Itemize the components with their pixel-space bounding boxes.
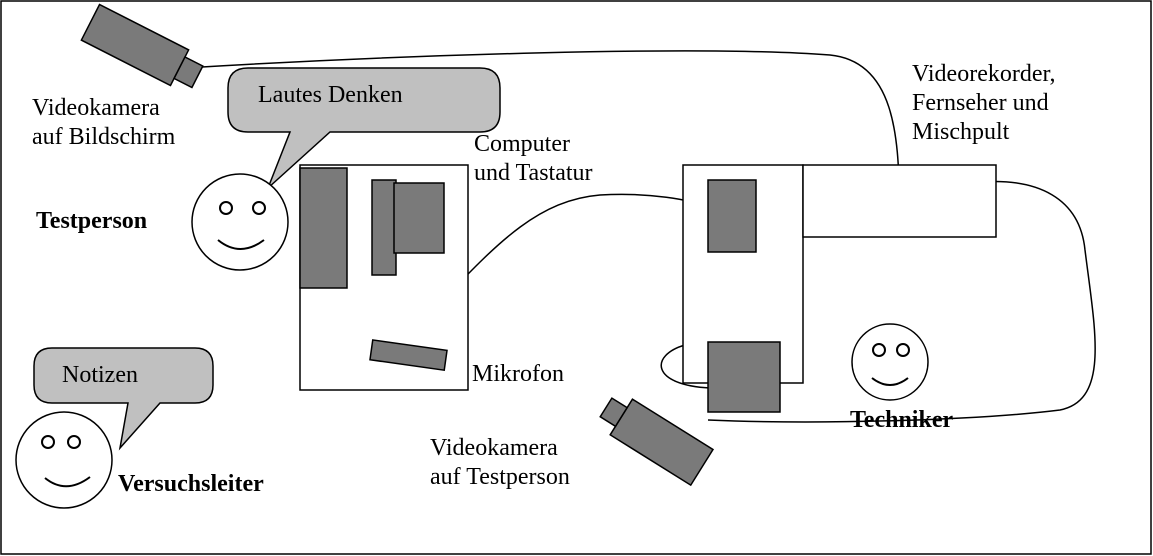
keyboard-device [299, 167, 348, 289]
label-recorder: Videorekorder, Fernseher und Mischpult [912, 61, 1056, 145]
cable-loop [660, 344, 711, 389]
label-technician: Techniker [850, 407, 954, 433]
technician-monitor-device [707, 179, 757, 253]
microphone-device [369, 339, 448, 372]
videocamera-person-icon [599, 397, 715, 487]
recorder-desk [802, 164, 997, 238]
speech-bubble-thinking [227, 67, 501, 189]
technician-face-icon [851, 323, 929, 401]
label-thinking: Lautes Denken [258, 82, 403, 108]
label-notes: Notizen [62, 362, 138, 388]
videocamera-screen-icon [80, 3, 204, 89]
cable-screen-camera [184, 50, 901, 211]
monitor-screen-device [371, 179, 397, 276]
experimenter-face-icon [15, 411, 113, 509]
label-testperson: Testperson [36, 208, 148, 234]
monitor-body-device [393, 182, 445, 254]
cable-computer [442, 193, 711, 301]
label-camera-person: Videokamera auf Testperson [430, 435, 570, 490]
cable-recorder-camera [707, 180, 1096, 423]
label-computer: Computer und Tastatur [474, 131, 593, 186]
speech-bubble-notes [33, 347, 214, 451]
testperson-face-icon [191, 173, 289, 271]
label-camera-screen: Videokamera auf Bildschirm [32, 95, 176, 150]
label-microphone: Mikrofon [472, 361, 564, 387]
mixer-device [707, 341, 781, 413]
label-experimenter: Versuchsleiter [118, 471, 264, 497]
